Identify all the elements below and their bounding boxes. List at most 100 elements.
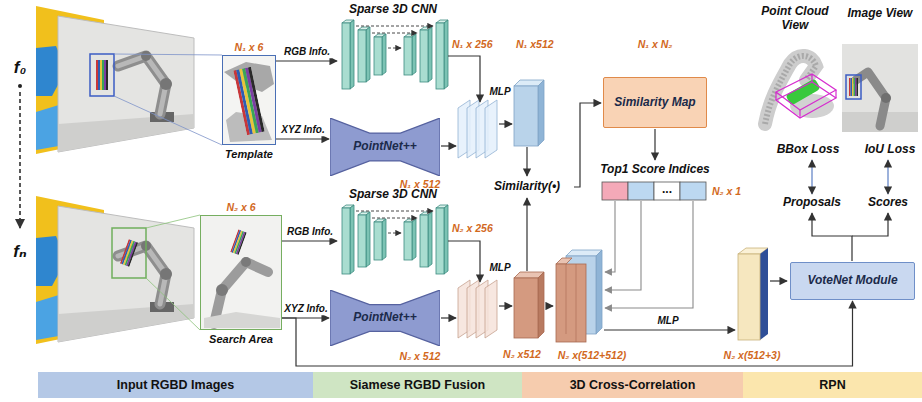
sparse-cnn-drawing xyxy=(388,233,401,234)
node-text: Input RGBD Images xyxy=(117,378,234,392)
rgbd-frame-first xyxy=(90,54,114,96)
frame-label: fₙ xyxy=(13,242,26,262)
rgbd-frame-current xyxy=(146,278,200,330)
stage-band: Siamese RGBD Fusion xyxy=(313,372,522,398)
sparse-cnn-drawing xyxy=(420,212,432,267)
node-heading: Sparse 3D CNN xyxy=(349,188,437,202)
rpn-arrows xyxy=(546,160,888,330)
votenet-box: VoteNet Module xyxy=(790,262,915,300)
search-area-picture xyxy=(241,257,251,267)
pointnet-outline xyxy=(330,118,440,176)
seed-feature-block xyxy=(760,248,768,340)
search-area-picture xyxy=(216,284,228,296)
feature-arrows xyxy=(499,305,512,306)
pointnet-block: PointNet++ xyxy=(330,290,440,346)
rpn-arrows xyxy=(811,160,812,194)
loss-label: BBox Loss xyxy=(777,143,840,157)
view-title: Point Cloud View xyxy=(755,5,835,33)
template-feature-block xyxy=(538,80,544,146)
template-feature-block xyxy=(514,86,538,146)
image-view-thumbnail xyxy=(846,75,861,99)
dimension-label: N₁ x N₂ xyxy=(638,38,673,50)
fused-feature-stack xyxy=(458,100,497,338)
node-text: PointNet++ xyxy=(353,140,416,154)
dimension-label: N₂ x 256 xyxy=(452,222,493,234)
stage-band: 3D Cross-Correlation xyxy=(522,372,743,398)
image-view-thumbnail xyxy=(849,78,858,96)
operation-label: Top1 Score Indices xyxy=(600,163,710,177)
search-area-picture xyxy=(201,216,281,329)
point-cloud-thumbnail xyxy=(776,82,836,118)
image-view-thumbnail xyxy=(842,44,918,132)
search-feature-block xyxy=(514,272,544,338)
feature-arrows xyxy=(499,123,512,124)
dimension-label: N₂ x(512+3) xyxy=(724,349,781,361)
sparse-cnn-drawing xyxy=(358,27,370,82)
flow-arrow xyxy=(276,60,337,61)
top1-index-bar xyxy=(654,182,680,200)
sparse-cnn-drawing xyxy=(342,205,354,274)
similarity-arrows xyxy=(574,103,601,187)
index-gather-arrows xyxy=(605,201,693,308)
concatenated-feature-block xyxy=(556,250,602,342)
seed-feature-block xyxy=(738,254,760,340)
node-text: 3D Cross-Correlation xyxy=(570,378,696,392)
template-feature-block xyxy=(514,80,544,146)
search-feature-block xyxy=(514,278,538,338)
mlp-label: MLP xyxy=(489,86,510,98)
node-heading: Template xyxy=(225,148,273,161)
dimension-label: N₁ x512 xyxy=(516,38,554,50)
rgbd-frame-current xyxy=(112,228,146,278)
sparse-cnn-block: Sparse 3D CNN xyxy=(338,20,448,92)
sparse-cnn-drawing xyxy=(388,48,401,49)
rgbd-frame-first xyxy=(114,54,222,55)
similarity-map-box: Similarity Map xyxy=(603,77,707,128)
node-text: Siamese RGBD Fusion xyxy=(350,378,485,392)
sparse-cnn-drawing xyxy=(342,20,354,89)
edge-label: RGB Info. xyxy=(282,46,332,58)
fused-feature-stack xyxy=(485,280,497,338)
pointnet-outline xyxy=(330,290,440,346)
concatenated-feature-block xyxy=(556,258,572,264)
dimension-label: N₂ x 512 xyxy=(400,350,441,362)
output-label: Scores xyxy=(868,196,908,210)
feature-arrows xyxy=(448,241,480,282)
rgbd-frame-current xyxy=(146,215,200,228)
rpn-arrows xyxy=(852,213,888,236)
sparse-cnn-drawing xyxy=(420,27,432,82)
template-crop: N₁ x 6Template xyxy=(222,55,276,145)
top1-index-bar xyxy=(602,182,706,200)
point-cloud-thumbnail xyxy=(776,74,836,118)
rgbd-frame-current xyxy=(36,196,194,344)
seed-feature-block xyxy=(738,248,768,340)
rgbd-frame-first xyxy=(96,60,108,90)
feature-arrows xyxy=(448,56,480,102)
feature-arrows xyxy=(441,145,456,146)
sparse-cnn-drawing xyxy=(374,219,386,260)
loss-label: IoU Loss xyxy=(865,143,916,157)
top1-index-bar xyxy=(602,182,628,200)
sparse-cnn-drawing xyxy=(372,33,417,34)
node-heading: N₁ x 6 xyxy=(235,41,264,53)
point-cloud-thumbnail xyxy=(765,56,836,124)
rgbd-frame-first xyxy=(114,96,222,145)
sparse-cnn-drawing xyxy=(374,34,386,75)
rpn-arrows xyxy=(887,160,888,194)
concatenated-feature-block xyxy=(576,264,577,342)
index-gather-arrows xyxy=(605,201,693,308)
mlp-label: MLP xyxy=(657,315,678,327)
sparse-cnn-drawing xyxy=(404,34,416,75)
similarity-arrows xyxy=(526,147,527,176)
dimension-label: N₂ x 1 xyxy=(712,185,741,197)
similarity-arrows xyxy=(654,129,655,160)
fused-feature-stack xyxy=(485,100,497,158)
feature-arrows xyxy=(441,317,456,318)
image-view-thumbnail xyxy=(881,93,891,103)
stage-band: Input RGBD Images xyxy=(38,372,313,398)
sparse-cnn-drawing xyxy=(356,211,433,212)
node-heading: Search Area xyxy=(209,333,273,346)
index-gather-arrows xyxy=(605,201,641,290)
dimension-label: N₂ x(512+512) xyxy=(558,349,627,361)
edge-label: XYZ Info. xyxy=(282,303,329,315)
